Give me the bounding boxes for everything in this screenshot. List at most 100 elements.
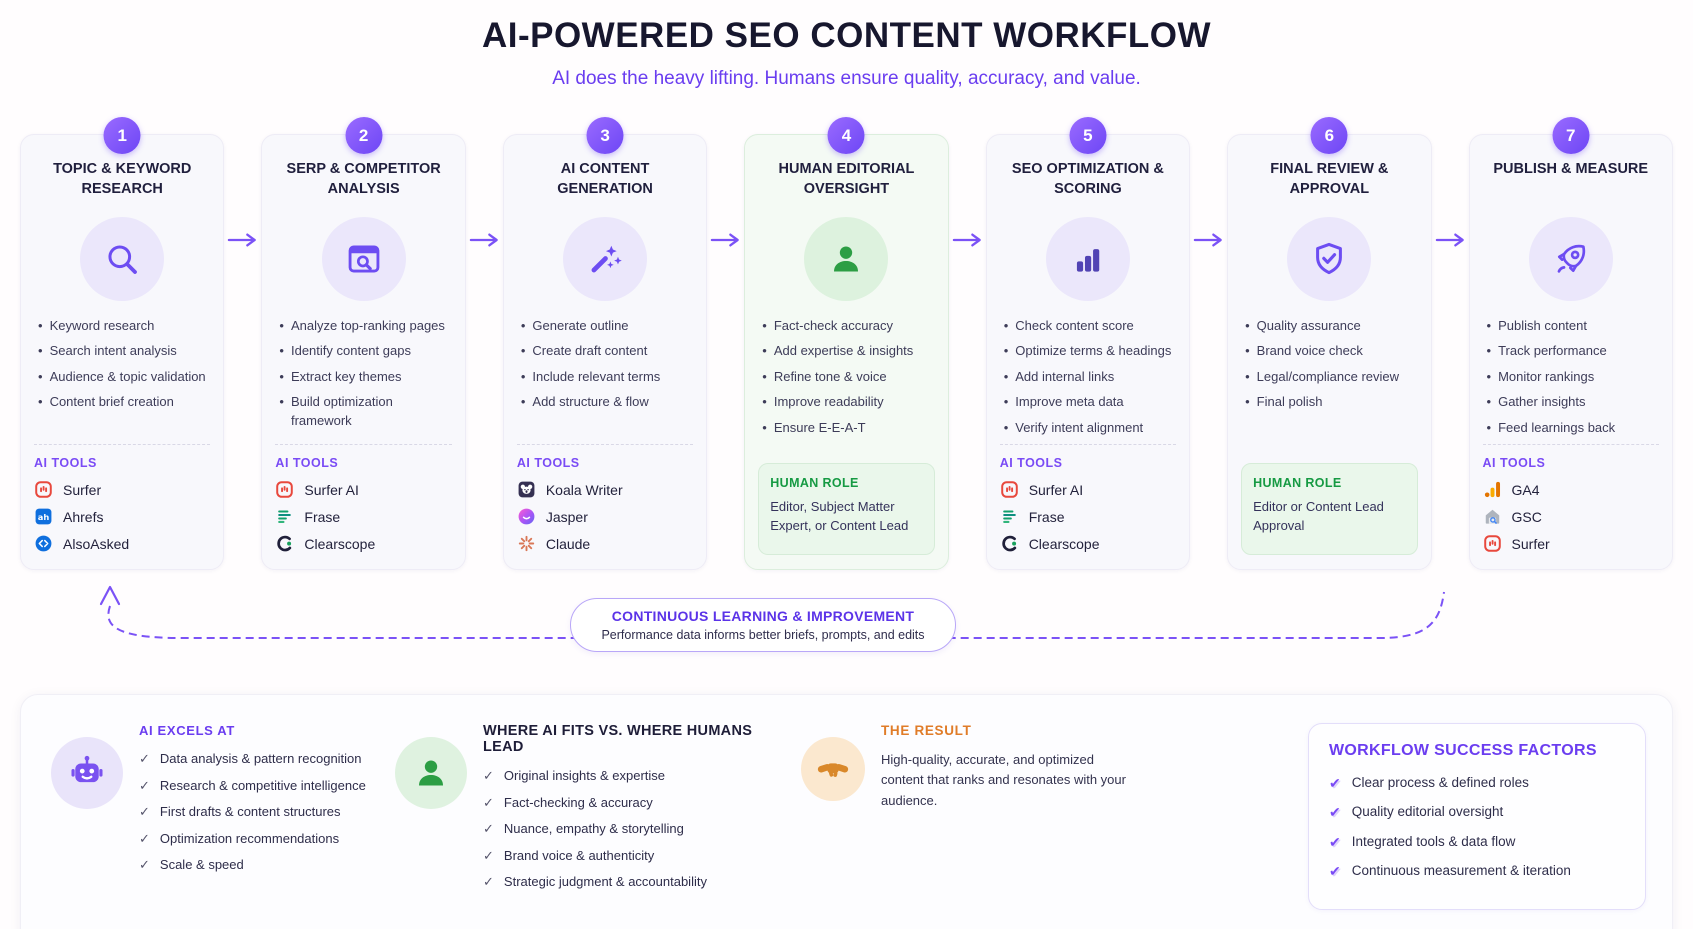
checklist-item: Brand voice & authenticity xyxy=(483,847,787,865)
svg-text:ah: ah xyxy=(38,512,50,522)
frase-icon xyxy=(275,507,294,526)
checklist-item: Quality editorial oversight xyxy=(1329,803,1625,821)
page-subtitle: AI does the heavy lifting. Humans ensure… xyxy=(552,68,1141,89)
checklist-text: Clear process & defined roles xyxy=(1351,775,1529,791)
tool-item: Surfer AI xyxy=(275,480,451,499)
tool-name: Koala Writer xyxy=(545,481,623,498)
success-factors-card: WORKFLOW SUCCESS FACTORS Clear process &… xyxy=(1308,723,1646,911)
surfer-icon xyxy=(1000,480,1019,499)
step-title: AI CONTENT GENERATION xyxy=(557,161,653,198)
step-number-badge: 1 xyxy=(103,117,141,154)
tool-item: Frase xyxy=(1000,507,1176,526)
bullet-text: Create draft content xyxy=(532,343,648,359)
handshake-icon xyxy=(801,737,865,802)
checklist-item: Scale & speed xyxy=(139,856,366,874)
step-bullet-list: Keyword researchSearch intent analysisAu… xyxy=(34,317,210,419)
tool-name: Surfer AI xyxy=(304,481,359,498)
flow-arrow-icon xyxy=(1190,134,1227,570)
checklist-item: Strategic judgment & accountability xyxy=(483,873,787,891)
tool-name: Claude xyxy=(545,535,591,552)
checklist-item: Clear process & defined roles xyxy=(1329,774,1625,792)
step-number-badge: 5 xyxy=(1069,117,1107,154)
step-bullet: Brand voice check xyxy=(1243,342,1415,360)
step-bullet: Keyword research xyxy=(36,317,208,335)
checklist-item: Nuance, empathy & storytelling xyxy=(483,820,787,838)
step-bullet: Audience & topic validation xyxy=(36,368,208,386)
bullet-text: Build optimization framework xyxy=(290,394,393,428)
tool-name: Ahrefs xyxy=(63,508,104,525)
step-bullet-list: Analyze top-ranking pagesIdentify conten… xyxy=(275,317,451,437)
loop-dashed-path xyxy=(99,586,1445,640)
bullet-text: Check content score xyxy=(1015,318,1134,333)
tool-item: Clearscope xyxy=(275,534,451,553)
tool-item: Claude xyxy=(517,534,693,553)
robot-icon xyxy=(51,737,123,810)
bullet-text: Legal/compliance review xyxy=(1256,368,1400,384)
result-title: THE RESULT xyxy=(881,723,972,739)
page-header: AI-POWERED SEO CONTENT WORKFLOW AI does … xyxy=(0,0,1693,90)
human-role-label: HUMAN ROLE xyxy=(1253,476,1342,491)
flow-arrow-icon xyxy=(949,134,986,570)
search-icon xyxy=(80,217,165,301)
step-bullet: Content brief creation xyxy=(36,393,208,411)
tool-name: Surfer xyxy=(63,481,102,498)
step-bullet-list: Publish contentTrack performanceMonitor … xyxy=(1483,317,1659,444)
flow-arrow-icon xyxy=(707,134,744,570)
checklist-text: Quality editorial oversight xyxy=(1351,804,1504,820)
step-bullet: Include relevant terms xyxy=(519,368,691,386)
tool-name: Frase xyxy=(1028,508,1065,525)
step-number-badge: 3 xyxy=(586,117,624,154)
step-bullet: Feed learnings back xyxy=(1485,419,1657,437)
ai-tools-label: AI TOOLS xyxy=(275,456,339,471)
tool-item: Surfer xyxy=(1483,534,1659,553)
claude-icon xyxy=(517,534,536,553)
flow-arrow-icon xyxy=(1432,134,1469,570)
checklist-item: Continuous measurement & iteration xyxy=(1329,862,1625,880)
ai-tools-label: AI TOOLS xyxy=(1482,456,1546,471)
human-role-text: Editor or Content Lead Approval xyxy=(1253,499,1384,534)
page-title: AI-POWERED SEO CONTENT WORKFLOW xyxy=(481,16,1212,55)
checklist-item: Original insights & expertise xyxy=(483,767,787,785)
step-bullet: Generate outline xyxy=(519,317,691,335)
tool-name: Surfer xyxy=(1511,535,1550,552)
step-bullet: Create draft content xyxy=(519,342,691,360)
tool-name: Surfer AI xyxy=(1028,481,1084,498)
bullet-text: Improve meta data xyxy=(1015,394,1124,410)
step-bullet: Publish content xyxy=(1485,317,1657,335)
flow-arrow-icon xyxy=(466,134,503,570)
bullet-text: Improve readability xyxy=(773,394,884,410)
bullet-text: Fact-check accuracy xyxy=(773,318,894,333)
bullet-text: Search intent analysis xyxy=(49,343,177,359)
loop-pill: CONTINUOUS LEARNING & IMPROVEMENT Perfor… xyxy=(570,598,956,653)
humans-lead-list: Original insights & expertiseFact-checki… xyxy=(483,767,787,891)
clearscope-icon xyxy=(1000,534,1019,553)
checklist-text: First drafts & content structures xyxy=(159,804,341,820)
step-bullet: Identify content gaps xyxy=(277,342,449,360)
clearscope-icon xyxy=(275,534,294,553)
bullet-text: Final polish xyxy=(1256,394,1323,410)
tool-item: Surfer xyxy=(34,480,210,499)
tool-name: AlsoAsked xyxy=(63,535,130,552)
bullet-text: Include relevant terms xyxy=(532,368,661,384)
tool-name: Clearscope xyxy=(304,535,376,552)
result-text: High-quality, accurate, and optimized co… xyxy=(881,752,1126,808)
tool-item: Jasper xyxy=(517,507,693,526)
bullet-text: Add structure & flow xyxy=(532,394,649,410)
loop-subtitle: Performance data informs better briefs, … xyxy=(601,628,925,643)
bullet-text: Refine tone & voice xyxy=(773,368,887,384)
person-icon xyxy=(395,737,467,810)
step-title: HUMAN EDITORIAL OVERSIGHT xyxy=(778,161,915,198)
checklist-item: Data analysis & pattern recognition xyxy=(139,750,366,768)
tool-item: GA4 xyxy=(1483,480,1659,499)
bullet-text: Gather insights xyxy=(1498,394,1586,410)
step-bullet: Ensure E-E-A-T xyxy=(760,419,932,437)
step-number-badge: 7 xyxy=(1552,117,1590,154)
